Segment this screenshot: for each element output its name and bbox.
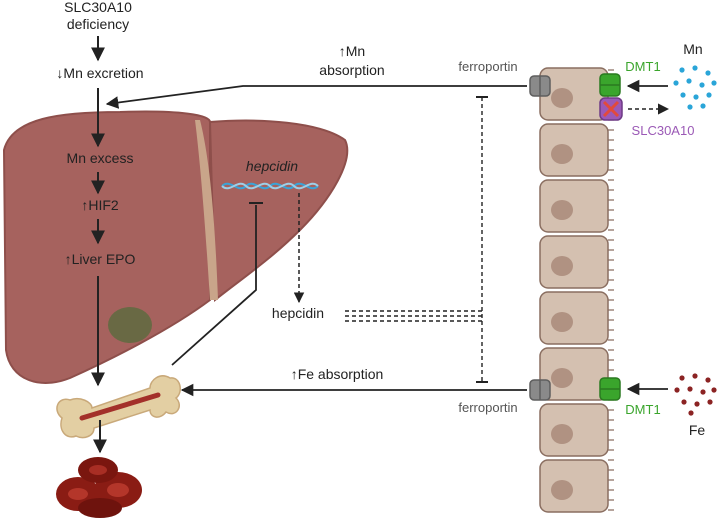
ferroportin-bottom-label: ferroportin xyxy=(458,400,517,415)
liver-icon xyxy=(2,110,349,384)
mn-excess-label: Mn excess xyxy=(67,150,134,166)
hif2-label: ↑HIF2 xyxy=(81,197,119,213)
ferroportin-top-label: ferroportin xyxy=(458,59,517,74)
bone-marrow-icon xyxy=(56,375,181,439)
mn-absorption-arrow xyxy=(105,85,527,109)
slc30a10-icon xyxy=(599,97,623,121)
liver-epo-label: ↑Liver EPO xyxy=(65,251,136,267)
ferroportin-top-icon xyxy=(529,75,551,97)
mn-absorption-label-line2: absorption xyxy=(319,62,384,78)
dmt1-bottom-icon xyxy=(599,377,621,401)
slc30a10-label: SLC30A10 xyxy=(632,123,695,138)
hepcidin-gene-label: hepcidin xyxy=(246,158,298,174)
slc30a10-deficiency-line1: SLC30A10 xyxy=(64,0,132,15)
dmt1-bottom-label: DMT1 xyxy=(625,402,660,417)
intestinal-epithelium-icon xyxy=(539,67,614,513)
ferroportin-bottom-icon xyxy=(529,379,551,401)
marrow-inhibits-hepcidin xyxy=(171,202,263,366)
hepcidin-protein-label: hepcidin xyxy=(272,305,324,321)
red-blood-cells-icon xyxy=(56,457,142,518)
dmt1-top-icon xyxy=(599,73,621,97)
slc30a10-deficiency-line2: deficiency xyxy=(67,16,129,32)
mn-particles-icon xyxy=(673,65,717,110)
mn-excretion-label: ↓Mn excretion xyxy=(56,65,143,81)
dna-icon xyxy=(221,182,319,190)
mn-label: Mn xyxy=(683,41,702,57)
hepcidin-inhibits-ferroportin xyxy=(345,96,488,383)
mn-absorption-label-line1: ↑Mn xyxy=(339,43,365,59)
fe-absorption-label: ↑Fe absorption xyxy=(291,366,384,382)
dmt1-top-label: DMT1 xyxy=(625,59,660,74)
fe-particles-icon xyxy=(674,373,717,416)
fe-label: Fe xyxy=(689,422,706,438)
